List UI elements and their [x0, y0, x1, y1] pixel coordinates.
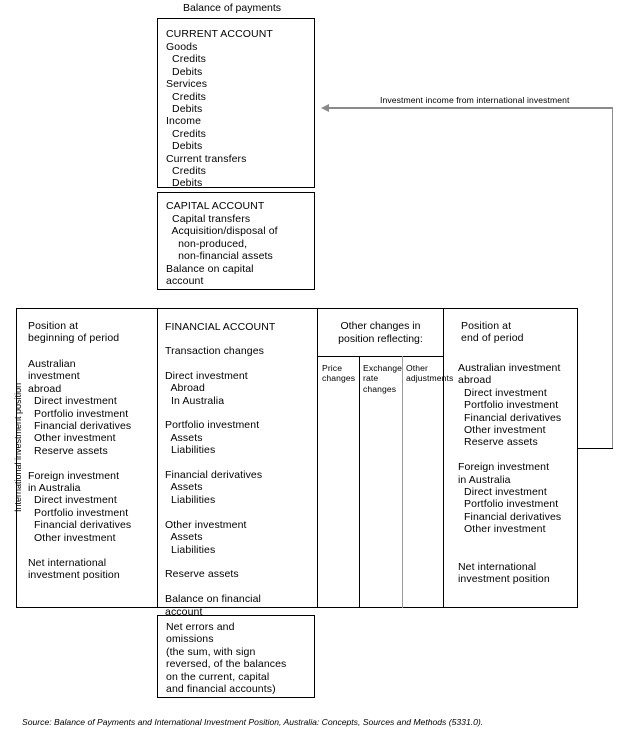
- other-changes-heading-l1: Other changes in: [340, 320, 421, 332]
- divider-financial-otherchanges: [317, 308, 318, 608]
- current-account-heading: CURRENT ACCOUNT: [166, 28, 273, 40]
- capital-account-heading: CAPITAL ACCOUNT: [166, 200, 265, 212]
- other-adjustments-l2: adjustments: [406, 373, 454, 384]
- position-begin-lines: Australian investment abroad Direct inve…: [28, 358, 132, 581]
- flow-arrow-head-icon: [321, 103, 329, 112]
- capital-account-lines: Capital transfers Acquisition/disposal o…: [166, 213, 278, 288]
- position-end-heading-l2: end of period: [461, 332, 524, 345]
- net-errors-box: [157, 615, 315, 698]
- position-begin-heading-l2: beginning of period: [28, 332, 120, 345]
- divider-otherchanges-positionend: [443, 308, 444, 608]
- iip-vertical-label: International investment position: [13, 382, 23, 512]
- position-begin-heading-l1: Position at: [28, 320, 79, 332]
- exchange-rate-l1: Exchange: [363, 363, 403, 373]
- flow-arrow-vertical: [611, 107, 614, 449]
- capital-account-box: [157, 192, 315, 290]
- flow-label: Investment income from international inv…: [380, 95, 570, 105]
- other-adjustments-l1: Other: [406, 363, 428, 373]
- price-changes-l1: Price: [322, 363, 343, 373]
- exchange-rate-l3: changes: [363, 383, 397, 394]
- financial-account-lines: Transaction changes Direct investment Ab…: [165, 345, 264, 618]
- flow-arrow-return: [578, 447, 613, 450]
- divider-price-exchange: [359, 356, 360, 608]
- flow-arrow-horizontal: [328, 107, 613, 109]
- other-changes-heading-l2: position reflecting:: [338, 332, 423, 345]
- exchange-rate-l2: rate: [363, 373, 379, 384]
- divider-exchange-other: [402, 356, 403, 608]
- otherchanges-header-rule: [317, 356, 444, 357]
- net-errors-lines: Net errors and omissions (the sum, with …: [166, 621, 287, 696]
- page-title: Balance of payments: [183, 2, 282, 14]
- divider-position-financial: [157, 308, 158, 608]
- current-account-lines: Goods Credits Debits Services Credits De…: [166, 41, 247, 190]
- current-account-box: [157, 18, 315, 188]
- source-note: Source: Balance of Payments and Internat…: [22, 717, 484, 727]
- position-end-heading-l1: Position at: [461, 320, 512, 332]
- price-changes-l2: changes: [322, 373, 356, 384]
- main-grid-box: [16, 308, 578, 608]
- position-end-lines: Australian investment abroad Direct inve…: [458, 362, 562, 585]
- financial-account-heading: FINANCIAL ACCOUNT: [165, 321, 276, 333]
